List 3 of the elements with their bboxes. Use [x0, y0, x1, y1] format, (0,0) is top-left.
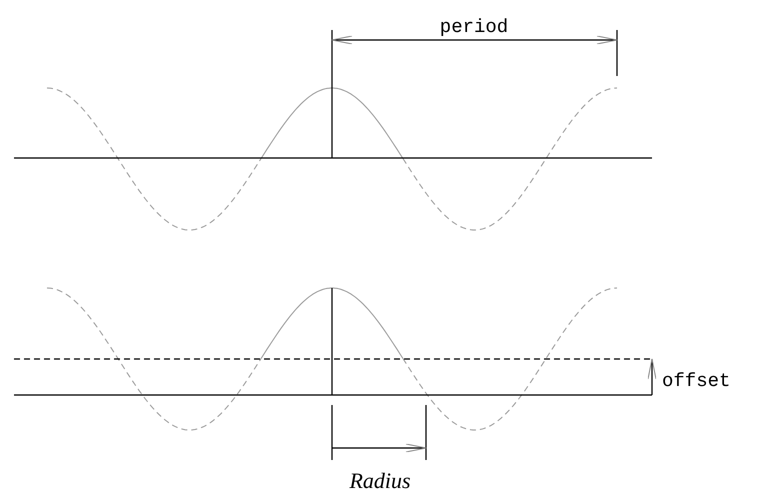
dimension-label: Radius [349, 470, 411, 492]
dimension-label: offset [662, 372, 730, 391]
dimension-label: period [440, 18, 508, 37]
